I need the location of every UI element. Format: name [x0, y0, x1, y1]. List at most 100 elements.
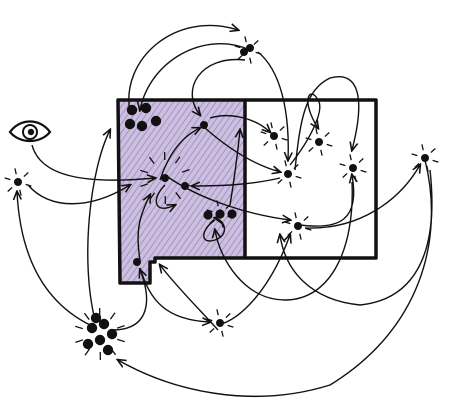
dot: [103, 345, 113, 355]
dot: [181, 182, 189, 190]
ray-mark: [300, 234, 301, 240]
ray-mark: [226, 313, 230, 317]
ray-mark: [24, 172, 28, 176]
dot: [151, 116, 161, 126]
ray-mark: [264, 141, 268, 145]
dot: [216, 319, 224, 327]
dot: [240, 48, 248, 56]
purple-upper-right-cluster: [200, 121, 208, 129]
right-room-dot-3: [306, 128, 333, 155]
ray-mark: [75, 340, 83, 343]
dot: [294, 222, 302, 230]
dot: [95, 335, 105, 345]
ray-mark: [350, 154, 351, 160]
ray-mark: [15, 168, 16, 174]
eye-icon: [10, 122, 50, 142]
ray-mark: [285, 160, 286, 166]
ray-mark: [278, 179, 282, 183]
ray-mark: [85, 349, 90, 356]
outside-top-dot: [235, 36, 262, 63]
dot: [127, 105, 137, 115]
ray-mark: [290, 182, 291, 188]
right-room: [245, 100, 376, 258]
right-room-dot-1: [261, 122, 288, 149]
dot: [284, 170, 292, 178]
ray-mark: [306, 138, 312, 140]
ray-mark: [431, 148, 435, 152]
ray-mark: [296, 176, 302, 178]
ray-mark: [245, 36, 246, 42]
ray-mark: [84, 313, 89, 319]
dot: [349, 164, 357, 172]
ray-mark: [276, 144, 277, 150]
ray-mark: [361, 170, 367, 172]
dot: [215, 209, 224, 218]
ray-mark: [222, 331, 223, 337]
ray-mark: [282, 138, 288, 140]
dot: [227, 209, 236, 218]
ray-mark: [250, 58, 251, 64]
ray-mark: [75, 326, 83, 328]
ray-mark: [271, 122, 272, 128]
ray-mark: [433, 160, 439, 162]
dot: [161, 174, 169, 182]
dot: [107, 329, 117, 339]
ray-mark: [5, 178, 11, 180]
ray-mark: [117, 339, 125, 341]
outside-bottom-dot: [207, 309, 234, 336]
dot: [83, 339, 93, 349]
dot: [270, 132, 278, 140]
ray-mark: [343, 173, 347, 177]
ray-mark: [20, 190, 21, 196]
arrow: [17, 192, 90, 325]
purple-bottom-dot: [133, 258, 141, 266]
dot: [315, 138, 323, 146]
outside-right-dot: [412, 144, 439, 171]
arrow: [280, 170, 432, 305]
ray-mark: [340, 164, 346, 166]
arrow: [258, 52, 288, 160]
ray-mark: [316, 128, 317, 134]
right-room-dot-2: [275, 160, 302, 187]
ray-mark: [256, 52, 262, 54]
dot: [200, 121, 208, 129]
dot: [91, 313, 101, 323]
ray-mark: [280, 126, 284, 130]
ray-mark: [254, 40, 258, 44]
ray-mark: [327, 144, 333, 146]
ray-mark: [207, 319, 213, 321]
dot: [203, 210, 212, 219]
arrow: [305, 165, 420, 228]
ray-mark: [117, 326, 125, 329]
ray-mark: [321, 150, 322, 156]
dot: [141, 103, 151, 113]
dot: [87, 323, 97, 333]
purple-small-dot: [181, 182, 189, 190]
ray-mark: [359, 158, 363, 162]
ray-mark: [288, 231, 292, 235]
ray-mark: [26, 184, 32, 186]
outside-left-dot: [5, 168, 32, 195]
ray-mark: [355, 176, 356, 182]
dot: [14, 178, 22, 186]
arrow: [88, 130, 110, 320]
ray-mark: [325, 132, 329, 136]
ray-mark: [110, 313, 115, 320]
dot: [137, 121, 147, 131]
arrow: [290, 94, 320, 165]
ray-mark: [285, 222, 291, 224]
ray-mark: [304, 216, 308, 220]
ray-mark: [210, 328, 214, 332]
arrow: [28, 185, 130, 204]
dot: [125, 119, 135, 129]
arrow: [295, 77, 359, 170]
ray-mark: [261, 132, 267, 134]
ray-mark: [217, 309, 218, 315]
ray-mark: [422, 144, 423, 150]
ray-mark: [228, 325, 234, 327]
ray-mark: [8, 187, 12, 191]
dot: [133, 258, 141, 266]
ray-mark: [412, 154, 418, 156]
